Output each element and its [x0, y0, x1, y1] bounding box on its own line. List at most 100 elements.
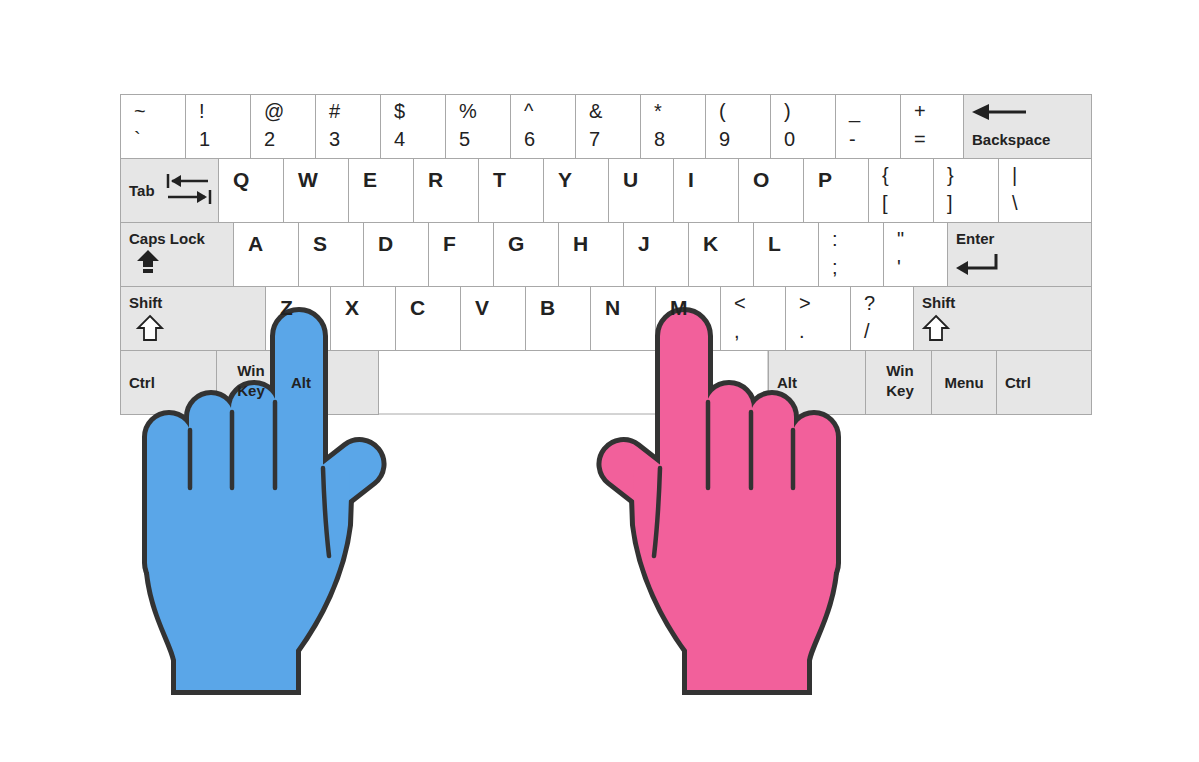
- key-label: ]: [947, 189, 953, 217]
- key-label: >: [799, 289, 811, 317]
- key-label: S: [313, 231, 327, 257]
- right-hand: [593, 312, 836, 690]
- key-cap: "': [883, 222, 948, 287]
- key-label: K: [703, 231, 718, 257]
- key-cap: L: [753, 222, 819, 287]
- key-label: #: [329, 97, 340, 125]
- key-cap: X: [330, 286, 396, 351]
- key-cap: {[: [868, 158, 934, 223]
- key-cap: Menu: [931, 350, 997, 415]
- key-label: J: [638, 231, 650, 257]
- key-label: V: [475, 295, 489, 321]
- key-label: ~: [134, 97, 146, 125]
- key-label: X: [345, 295, 359, 321]
- key-label: Y: [558, 167, 572, 193]
- key-label: 4: [394, 125, 405, 153]
- key-label: 9: [719, 125, 730, 153]
- left-hand: [147, 312, 390, 690]
- key-cap: P: [803, 158, 869, 223]
- key-label: 1: [199, 125, 210, 153]
- key-label: Shift: [922, 294, 955, 312]
- key-label: :: [832, 225, 838, 253]
- key-label: E: [363, 167, 377, 193]
- key-label: ': [897, 253, 901, 281]
- key-label: ": [897, 225, 904, 253]
- key-cap: Ctrl: [120, 350, 217, 415]
- key-cap: )0: [770, 94, 836, 159]
- key-cap: _-: [835, 94, 901, 159]
- key-cap: Backspace: [963, 94, 1092, 159]
- key-cap: V: [460, 286, 526, 351]
- key-cap: R: [413, 158, 479, 223]
- key-cap: Q: [218, 158, 284, 223]
- key-cap: Alt: [282, 350, 379, 415]
- key-cap: &7: [575, 94, 641, 159]
- key-cap: O: [738, 158, 804, 223]
- key-cap: U: [608, 158, 674, 223]
- key-label: W: [298, 167, 318, 193]
- key-cap: <,: [720, 286, 786, 351]
- key-cap: N: [590, 286, 656, 351]
- space-bar: [378, 350, 768, 414]
- key-cap: @2: [250, 94, 316, 159]
- key-label: Win Key: [231, 361, 271, 401]
- key-cap: Tab: [120, 158, 219, 223]
- key-label: *: [654, 97, 662, 125]
- key-cap: F: [428, 222, 494, 287]
- key-label: &: [589, 97, 602, 125]
- key-label: _: [849, 97, 860, 125]
- key-label: N: [605, 295, 620, 321]
- key-label: (: [719, 97, 726, 125]
- key-cap: C: [395, 286, 461, 351]
- key-label: M: [670, 295, 688, 321]
- key-label: ?: [864, 289, 875, 317]
- key-cap: M: [655, 286, 721, 351]
- key-label: Alt: [777, 374, 797, 391]
- key-cap: >.: [785, 286, 851, 351]
- key-label: Win Key: [880, 361, 920, 401]
- key-label: +: [914, 97, 926, 125]
- key-label: 8: [654, 125, 665, 153]
- key-label: Q: [233, 167, 249, 193]
- key-label: !: [199, 97, 205, 125]
- key-cap: Win Key: [216, 350, 283, 415]
- key-label: A: [248, 231, 263, 257]
- key-cap: Win Key: [865, 350, 932, 415]
- key-label: R: [428, 167, 443, 193]
- key-label: 7: [589, 125, 600, 153]
- key-cap: S: [298, 222, 364, 287]
- key-cap: !1: [185, 94, 251, 159]
- key-cap: *8: [640, 94, 706, 159]
- key-cap: Shift: [120, 286, 266, 351]
- key-cap: |\: [998, 158, 1092, 223]
- key-cap: W: [283, 158, 349, 223]
- key-label: I: [688, 167, 694, 193]
- key-label: .: [799, 317, 805, 345]
- key-label: $: [394, 97, 405, 125]
- key-cap: K: [688, 222, 754, 287]
- key-cap: +=: [900, 94, 964, 159]
- key-label: L: [768, 231, 781, 257]
- key-label: P: [818, 167, 832, 193]
- key-label: G: [508, 231, 524, 257]
- key-label: Z: [280, 295, 293, 321]
- key-cap: J: [623, 222, 689, 287]
- key-label: 3: [329, 125, 340, 153]
- key-cap: B: [525, 286, 591, 351]
- key-cap: ~`: [120, 94, 186, 159]
- key-label: 6: [524, 125, 535, 153]
- key-cap: Alt: [768, 350, 866, 415]
- key-cap: Ctrl: [996, 350, 1092, 415]
- key-cap: %5: [445, 94, 511, 159]
- key-cap: T: [478, 158, 544, 223]
- key-cap: D: [363, 222, 429, 287]
- key-cap: Y: [543, 158, 609, 223]
- key-label: Ctrl: [129, 374, 155, 391]
- key-label: Alt: [291, 374, 311, 391]
- key-label: 0: [784, 125, 795, 153]
- key-label: -: [849, 125, 856, 153]
- key-label: }: [947, 161, 954, 189]
- key-cap: (9: [705, 94, 771, 159]
- key-label: H: [573, 231, 588, 257]
- key-cap: Shift: [913, 286, 1092, 351]
